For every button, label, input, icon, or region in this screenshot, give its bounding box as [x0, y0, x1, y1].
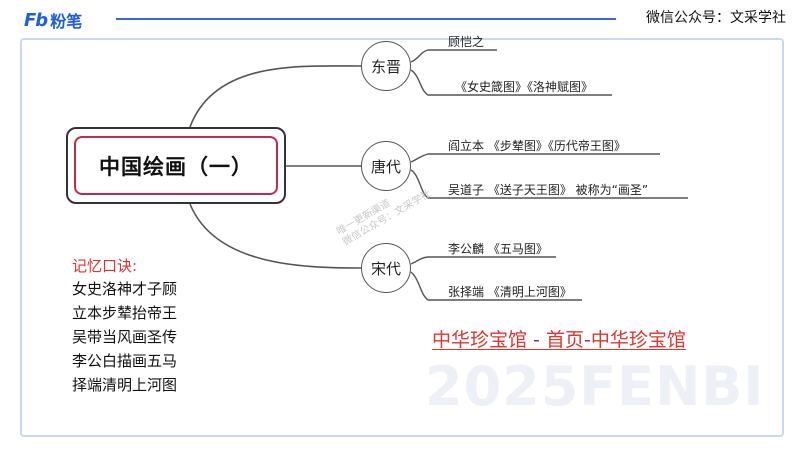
watermark-2025fenbi: 2025FENBI [425, 355, 765, 418]
era-node-tangdai: 唐代 [361, 141, 411, 191]
mnemonic-line: 吴带当风画圣传 [72, 328, 178, 346]
connector-songdai-leaf-1 [410, 256, 556, 265]
mnemonic-line: 立本步辇抬帝王 [72, 304, 178, 322]
museum-link[interactable]: 中华珍宝馆 - 首页-中华珍宝馆 [432, 325, 686, 352]
leaf-gu-kaizhi: 顾恺之 [448, 35, 485, 49]
wechat-account-label: 微信公众号：文采学社 [646, 10, 786, 26]
link-separator-1: - [527, 329, 546, 351]
connector-to-songdai [189, 203, 362, 269]
content-frame [20, 38, 784, 437]
header-divider [116, 18, 616, 20]
leaf-wu-daozi: 吴道子 《送子天王图》 被称为“画圣” [448, 183, 649, 197]
mnemonic-line: 择端清明上河图 [72, 376, 178, 394]
era-node-dongjin: 东晋 [361, 41, 411, 91]
brand-logo: Fb 粉笔 [24, 9, 83, 32]
mnemonic-title: 记忆口诀: [72, 257, 138, 275]
connector-dongjin-leaf-2 [410, 69, 612, 96]
link-part-2: 首页 [545, 329, 584, 351]
connector-dongjin-leaf-1 [410, 49, 497, 63]
leaf-dongjin-works: 《女史箴图》《洛神赋图》 [455, 80, 594, 94]
leaf-li-gonglin: 李公麟 《五马图》 [448, 242, 548, 256]
connector-songdai-leaf-2 [410, 271, 582, 301]
connector-tangdai-leaf-1 [410, 153, 660, 163]
mnemonic-lines: 女史洛神才子顾 立本步辇抬帝王 吴带当风画圣传 李公白描画五马 择端清明上河图 [72, 277, 177, 397]
era-label: 东晋 [370, 57, 401, 76]
central-topic: 中国绘画（一） [99, 154, 253, 179]
connector-to-dongjin [189, 65, 362, 128]
central-topic-box: 中国绘画（一） [66, 127, 286, 204]
mnemonic-line: 女史洛神才子顾 [72, 280, 178, 298]
connector-tangdai-leaf-2 [410, 169, 688, 199]
link-part-1: 中华珍宝馆 [432, 329, 528, 351]
leaf-zhang-zeduan: 张择端 《清明上河图》 [448, 285, 572, 299]
link-separator-2: - [583, 329, 591, 351]
era-label: 宋代 [370, 259, 401, 278]
link-part-3: 中华珍宝馆 [590, 329, 686, 351]
era-node-songdai: 宋代 [361, 243, 411, 293]
mnemonic-line: 李公白描画五马 [72, 352, 178, 370]
leaf-yan-liben: 阎立本 《步辇图》《历代帝王图》 [448, 139, 626, 153]
central-topic-inner: 中国绘画（一） [74, 136, 278, 195]
era-label: 唐代 [370, 157, 401, 176]
brand-name: 粉笔 [50, 12, 83, 31]
brand-logo-mark: Fb [24, 9, 48, 31]
